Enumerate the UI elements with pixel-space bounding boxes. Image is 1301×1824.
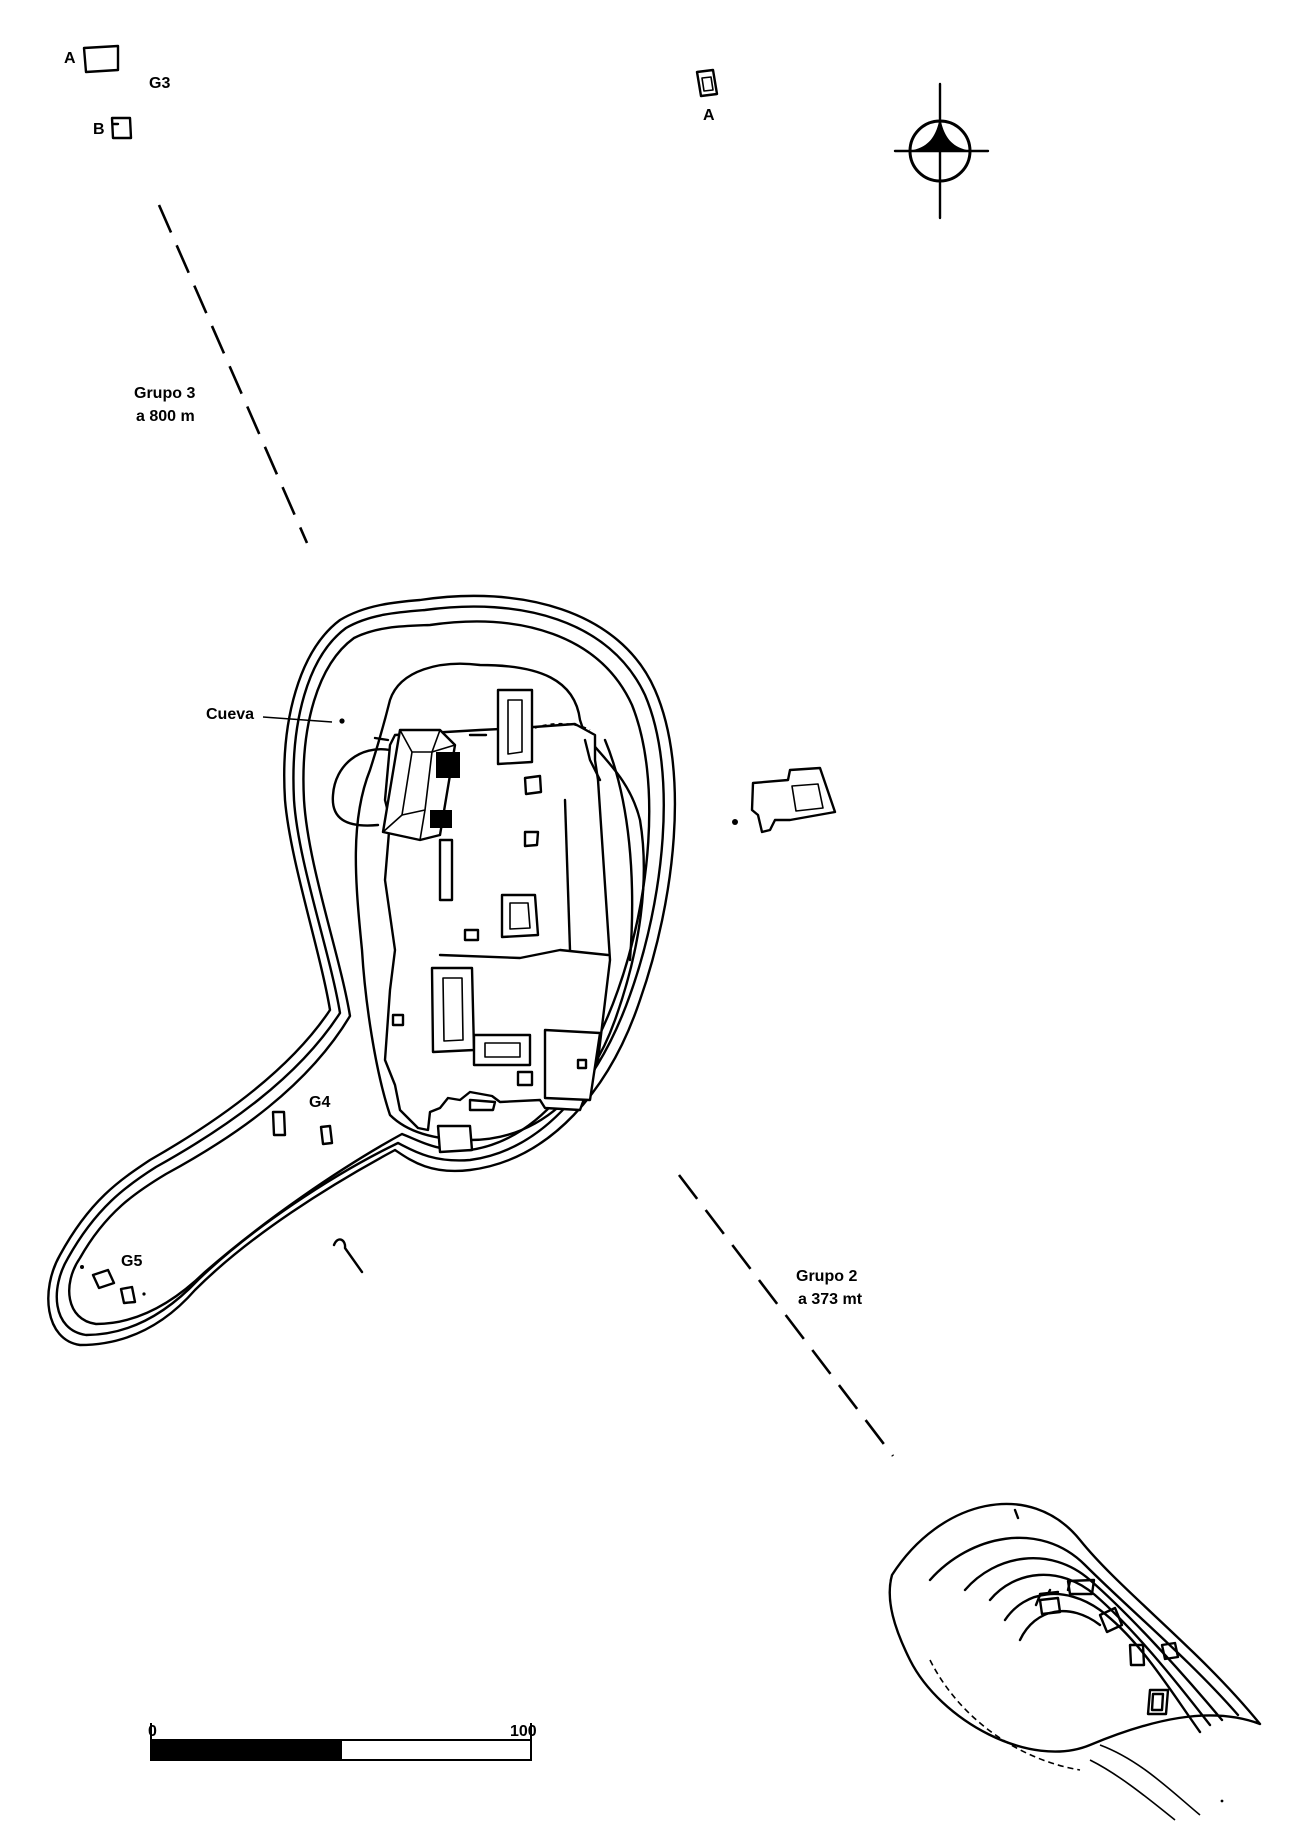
small-feature — [332, 1238, 364, 1274]
cave-marker — [339, 718, 345, 724]
group-3-structures: A B G3 — [64, 44, 170, 140]
label-g3-b: B — [93, 121, 105, 138]
main-platform — [373, 688, 634, 1154]
structure-b — [110, 116, 133, 140]
label-g4: G4 — [309, 1094, 330, 1111]
structure-a-top: A — [695, 68, 719, 124]
label-grupo2-line1: Grupo 2 — [796, 1268, 857, 1285]
direction-line-grupo-3 — [157, 204, 309, 544]
label-grupo2-line2: a 373 mt — [798, 1291, 863, 1308]
label-top-a: A — [703, 107, 715, 124]
direction-line-grupo-2 — [677, 1174, 895, 1457]
group-5-structures: G5 — [80, 1253, 146, 1305]
cave-path — [534, 722, 591, 731]
main-hill-contours — [47, 594, 677, 1347]
group-2-hill-contours — [888, 1502, 1262, 1821]
group-4-structures: G4 — [271, 1094, 334, 1146]
scale-start-label: 0 — [148, 1723, 157, 1740]
east-structure — [732, 766, 837, 834]
scale-bar-filled-segment — [150, 1739, 342, 1761]
label-grupo3-line1: Grupo 3 — [134, 385, 195, 402]
label-grupo3-line2: a 800 m — [136, 408, 195, 425]
structure-a — [82, 44, 120, 74]
scale-bar-empty-segment — [340, 1739, 532, 1761]
label-g5: G5 — [121, 1253, 142, 1270]
label-cueva: Cueva — [206, 706, 254, 723]
cave-leader-line — [262, 716, 333, 723]
label-g3-a: A — [64, 50, 76, 67]
scale-bar: 0 100 — [148, 1723, 537, 1761]
north-arrow-icon — [893, 82, 990, 220]
scale-end-label: 100 — [510, 1723, 537, 1740]
label-g3: G3 — [149, 75, 170, 92]
